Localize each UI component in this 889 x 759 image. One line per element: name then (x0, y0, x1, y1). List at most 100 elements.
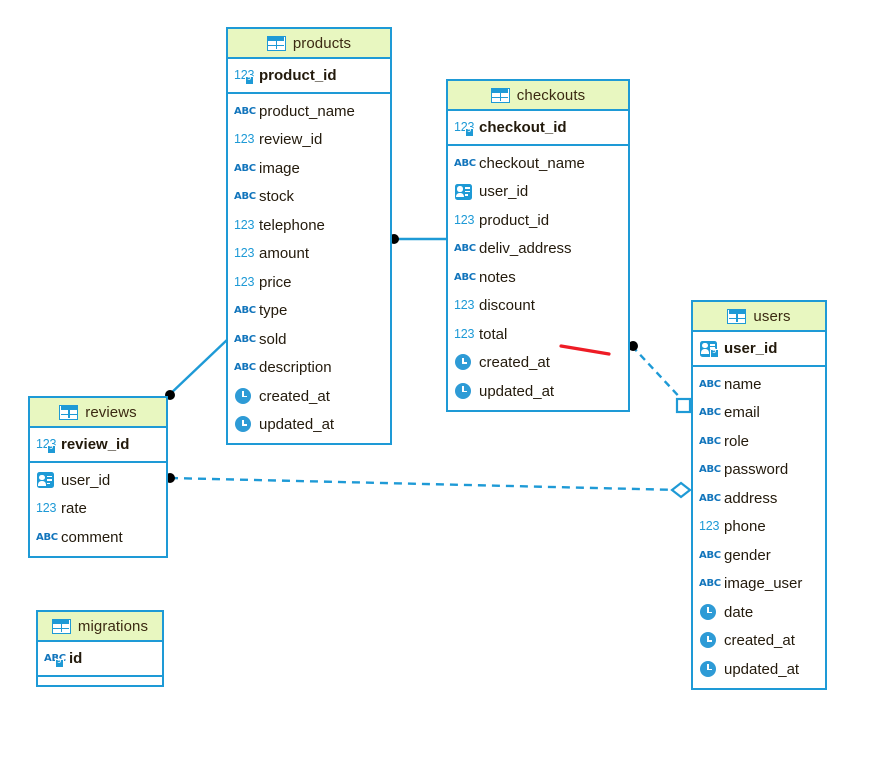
number-type-icon: 123 (234, 67, 254, 85)
column-name: discount (479, 297, 535, 315)
table-grid-icon (59, 404, 79, 420)
column-row[interactable]: user_id (448, 178, 628, 207)
column-name: review_id (61, 436, 130, 453)
primary-key-row[interactable]: 123checkout_id (448, 111, 628, 144)
primary-key-section: ABCid (38, 642, 162, 677)
number-type-icon: 123 (234, 246, 255, 261)
column-name: updated_at (259, 416, 335, 434)
column-name: description (259, 359, 332, 377)
column-row[interactable]: 123 product_id (448, 206, 628, 235)
abc-type-icon: ABC (699, 549, 721, 561)
entity-header-reviews[interactable]: reviews (30, 398, 166, 428)
number-type-icon: 123 (234, 132, 255, 147)
entity-table-reviews[interactable]: reviews123review_iduser_id123rateABCcomm… (28, 396, 168, 558)
key-icon (47, 443, 56, 454)
entity-table-users[interactable]: usersuser_idABCnameABCemailABCroleABCpas… (691, 300, 827, 690)
clock-icon (454, 354, 473, 371)
relationship-reviews-products[interactable] (165, 338, 229, 400)
column-row[interactable]: created_at (448, 349, 628, 378)
column-name: updated_at (479, 382, 555, 400)
column-name: telephone (259, 216, 325, 234)
primary-key-row[interactable]: user_id (693, 332, 825, 365)
abc-type-icon: ABC (36, 531, 58, 543)
column-name: sold (259, 330, 287, 348)
entity-table-migrations[interactable]: migrationsABCid (36, 610, 164, 687)
clock-icon (699, 632, 718, 649)
entity-header-products[interactable]: products (228, 29, 390, 59)
column-name: email (724, 404, 760, 422)
column-name: product_id (479, 211, 550, 229)
column-name: user_id (479, 183, 529, 201)
number-type-icon: 123 (699, 519, 720, 534)
entity-title: users (753, 307, 791, 325)
column-name: updated_at (724, 660, 800, 678)
hollow-diamond-marker (670, 481, 692, 499)
abc-type-icon: ABC (699, 378, 721, 390)
primary-key-section: 123checkout_id (448, 111, 628, 146)
abc-type-icon: ABC (454, 271, 476, 283)
column-name: phone (724, 518, 766, 536)
number-type-icon: 123 (234, 274, 255, 289)
column-name: password (724, 461, 789, 479)
number-type-icon: 123 (36, 501, 57, 516)
column-name: address (724, 489, 778, 507)
relationship-reviews-users[interactable] (165, 473, 692, 499)
column-row[interactable]: updated_at (693, 655, 825, 684)
column-name: total (479, 325, 508, 343)
column-row[interactable]: updated_at (228, 411, 390, 440)
number-type-icon: 123 (454, 212, 475, 227)
column-name: role (724, 432, 750, 450)
entity-table-checkouts[interactable]: checkouts123checkout_idABCcheckout_nameu… (446, 79, 630, 412)
entity-title: products (292, 34, 352, 52)
relationship-products-checkouts[interactable] (389, 234, 446, 244)
relationship-checkouts-users[interactable] (628, 341, 692, 414)
entity-table-products[interactable]: products123product_idABCproduct_name123r… (226, 27, 392, 445)
column-name: created_at (479, 354, 550, 372)
entity-header-migrations[interactable]: migrations (38, 612, 162, 642)
column-name: id (69, 650, 83, 667)
column-name: user_id (724, 340, 778, 357)
column-row[interactable]: created_at (693, 627, 825, 656)
column-row[interactable]: user_id (30, 466, 166, 495)
abc-type-icon: ABC (234, 333, 256, 345)
abc-type-icon: ABC (454, 243, 476, 255)
column-row[interactable]: updated_at (448, 377, 628, 406)
primary-key-row[interactable]: ABCid (38, 642, 162, 675)
column-row[interactable]: date (693, 598, 825, 627)
column-row[interactable]: created_at (228, 382, 390, 411)
entity-header-checkouts[interactable]: checkouts (448, 81, 628, 111)
column-name: checkout_id (479, 119, 567, 136)
entity-header-users[interactable]: users (693, 302, 825, 332)
key-icon (710, 347, 719, 358)
column-row[interactable]: 123 phone (693, 513, 825, 542)
